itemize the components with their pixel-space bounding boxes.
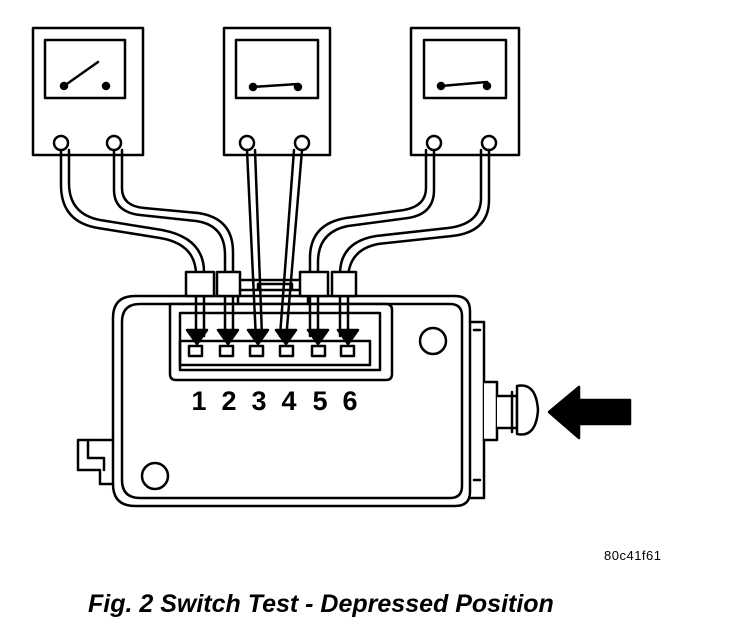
pin-label-6: 6 — [342, 386, 357, 416]
ohmmeter-3-closed-switch-icon — [436, 80, 492, 91]
ohmmeter-2-display — [234, 38, 320, 100]
terminal-4 — [278, 344, 295, 358]
connector-pin-row — [178, 339, 372, 367]
pin-labels: 1 2 3 4 5 6 — [191, 386, 357, 416]
probe-tip-3 — [246, 328, 270, 346]
ohmmeter-2 — [222, 26, 332, 157]
plunger-guide — [468, 320, 486, 500]
ohmmeter-2-terminal-right — [293, 134, 311, 152]
switch-plunger — [468, 320, 540, 500]
terminal-2 — [218, 344, 235, 358]
probe-tip-4 — [274, 328, 298, 346]
figure-code: 80c41f61 — [604, 548, 662, 563]
mounting-tab — [76, 438, 115, 486]
test-leads — [59, 148, 491, 342]
ohmmeter-2-closed-switch-icon — [248, 82, 303, 92]
mounting-hole-bottom — [140, 461, 170, 491]
ohmmeter-2-terminal-left — [238, 134, 256, 152]
plunger-collar — [482, 380, 499, 442]
plunger-shaft — [495, 394, 519, 430]
probe-tip-5 — [306, 328, 330, 346]
pin-label-2: 2 — [221, 386, 236, 416]
press-direction-arrow-icon — [547, 385, 632, 440]
ohmmeter-1 — [31, 26, 145, 157]
probe-tip-2 — [216, 328, 240, 346]
pin-label-3: 3 — [251, 386, 266, 416]
ohmmeter-3-terminal-right — [480, 134, 498, 152]
pin-label-5: 5 — [312, 386, 327, 416]
connector-terminals — [187, 344, 356, 358]
terminal-5 — [310, 344, 327, 358]
ohmmeter-1-body — [31, 26, 145, 157]
lead-meter2-to-pin4 — [284, 148, 304, 342]
pin-label-4: 4 — [281, 386, 296, 416]
terminal-6 — [339, 344, 356, 358]
ohmmeter-3-body — [409, 26, 521, 157]
terminal-1 — [187, 344, 204, 358]
plunger-button — [515, 384, 540, 436]
pin-label-1: 1 — [191, 386, 206, 416]
lead-meter3-to-pin6 — [346, 148, 491, 342]
mounting-hole-top — [418, 326, 448, 356]
ohmmeter-1-terminal-right — [105, 134, 123, 152]
ohmmeter-3-terminal-left — [425, 134, 443, 152]
lead-meter1-to-pin2 — [112, 148, 227, 342]
ohmmeter-1-terminal-left — [52, 134, 70, 152]
ohmmeter-2-body — [222, 26, 332, 157]
lead-meter2-to-pin3 — [245, 148, 258, 342]
lead-meter3-to-pin5 — [316, 148, 436, 342]
ohmmeter-1-open-switch-icon — [59, 60, 111, 91]
ohmmeter-1-display — [43, 38, 127, 100]
housing-inner-outline — [120, 302, 464, 500]
terminal-3 — [248, 344, 265, 358]
ohmmeter-3 — [409, 26, 521, 157]
lead-meter1-to-pin1 — [59, 148, 198, 342]
probe-tips — [185, 328, 360, 346]
ohmmeter-3-display — [422, 38, 508, 100]
probe-tip-6 — [336, 328, 360, 346]
figure-caption: Fig. 2 Switch Test - Depressed Position — [88, 590, 554, 618]
probe-tip-1 — [185, 328, 209, 346]
